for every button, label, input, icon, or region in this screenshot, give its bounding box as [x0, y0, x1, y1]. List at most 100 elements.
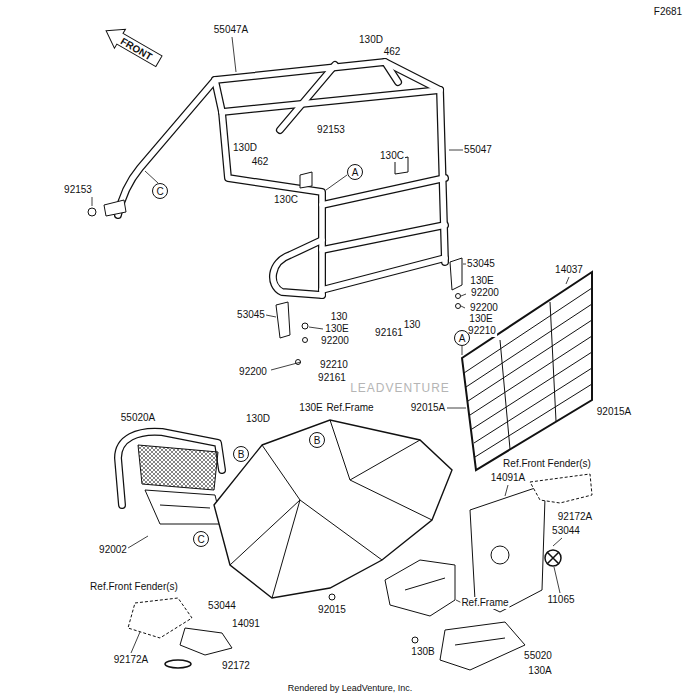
callout-number: 462: [251, 156, 270, 168]
skid-plate: [440, 622, 525, 670]
callout-number: 130A: [527, 665, 552, 677]
reference-note: Ref.Frame: [460, 597, 509, 609]
front-guard: [138, 445, 222, 524]
node-text: B: [314, 435, 321, 446]
callout-number: 92172A: [113, 654, 149, 666]
vehicle-frame: [350, 480, 432, 520]
callout-number: 92161: [374, 327, 404, 339]
leader-line: [145, 171, 158, 183]
direction-arrow: FRONT: [100, 21, 164, 71]
callout-number: 55047: [463, 144, 493, 156]
callout-number: 53044: [551, 525, 581, 537]
callout-number: 92172A: [557, 511, 593, 523]
leader-line: [447, 408, 466, 409]
reference-letter-circle: B: [233, 446, 249, 462]
reference-note: Ref.Front Fender(s): [502, 458, 592, 470]
rear-grille: [474, 368, 592, 443]
reference-letter-circle: B: [309, 432, 325, 448]
leader-line: [128, 536, 148, 548]
credit-text: Rendered by LeadVenture, Inc.: [287, 682, 414, 694]
callout-number: 55020A: [120, 412, 156, 424]
skid-plate: [405, 578, 445, 590]
bolt: [412, 637, 418, 643]
callout-number: 53044: [207, 600, 237, 612]
callout-number: 92172: [221, 660, 251, 672]
node-text: C: [197, 534, 204, 545]
leader-line: [131, 632, 140, 653]
grommet: [165, 550, 561, 668]
callout-number: 92161: [317, 372, 347, 384]
fender-panel: [128, 474, 592, 655]
mount-bracket: [104, 200, 126, 216]
bolt: [303, 338, 308, 343]
leader-line: [266, 315, 276, 317]
vehicle-frame: [272, 500, 300, 598]
mount-bracket: [300, 172, 312, 188]
mount-bracket: [104, 157, 462, 338]
fender-panel: [491, 546, 509, 564]
rear-grille: [550, 302, 556, 421]
leader-line: [92, 197, 93, 206]
callout-number: 92210: [467, 325, 497, 337]
vehicle-frame: [330, 420, 420, 480]
node-text: A: [459, 333, 466, 344]
reference-note: Ref.Frame: [325, 402, 374, 414]
callout-number: 53045: [236, 309, 266, 321]
skid-plate: [385, 560, 455, 616]
rear-grille: [500, 340, 510, 449]
bolt: [302, 323, 308, 329]
fender-panel: [470, 488, 545, 612]
leader-line: [566, 277, 569, 284]
callout-number: 130C: [273, 194, 299, 206]
rear-grille: [475, 384, 592, 457]
callout-number: 92200: [238, 366, 268, 378]
callout-number: 92210: [319, 359, 349, 371]
callout-number: 130D: [232, 142, 258, 154]
rear-grille: [470, 336, 592, 415]
reference-letter-circle: C: [193, 531, 209, 547]
leader-line: [462, 346, 463, 355]
callout-number: 92153: [316, 124, 346, 136]
reference-note: Ref.Front Fender(s): [89, 581, 179, 593]
callout-number: 14091: [231, 618, 261, 630]
fender-panel: [180, 628, 232, 655]
arrow-outline: [100, 21, 164, 71]
leader-line: [553, 538, 562, 546]
watermark: LEADVENTURE: [349, 382, 451, 394]
vehicle-frame: [262, 445, 382, 560]
callout-number: 462: [383, 46, 402, 58]
callout-number: 55047A: [213, 24, 249, 36]
callout-number: 53045: [466, 258, 496, 270]
mount-bracket: [276, 302, 290, 338]
node-text: C: [156, 186, 163, 197]
rear-grille: [472, 352, 592, 429]
reference-letter-circle: A: [454, 330, 470, 346]
callout-number: 130D: [245, 413, 271, 425]
bolt: [456, 304, 461, 309]
callout-number: 130E: [469, 275, 494, 287]
reference-letter-circle: A: [347, 164, 363, 180]
vehicle-frame: [230, 500, 300, 565]
leader-line: [326, 175, 347, 190]
callout-number: 14037: [554, 264, 584, 276]
rear-grille: [466, 304, 592, 387]
node-text: A: [352, 167, 359, 178]
bolt: [329, 594, 335, 600]
grommet: [547, 552, 559, 564]
leader-line: [92, 37, 569, 653]
callout-number: 130E: [468, 313, 493, 325]
node-text: B: [238, 449, 245, 460]
callout-number: 130B: [410, 646, 435, 658]
callout-number: 92015A: [596, 406, 632, 418]
callout-number: 11065: [546, 594, 575, 606]
fender-panel: [128, 598, 192, 638]
callout-number: 130E: [324, 323, 349, 335]
leader-line: [505, 485, 508, 496]
node-text: FRONT: [103, 26, 159, 65]
front-guard: [160, 505, 210, 508]
front-guard: [145, 490, 222, 524]
callout-number: 92200: [470, 287, 500, 299]
